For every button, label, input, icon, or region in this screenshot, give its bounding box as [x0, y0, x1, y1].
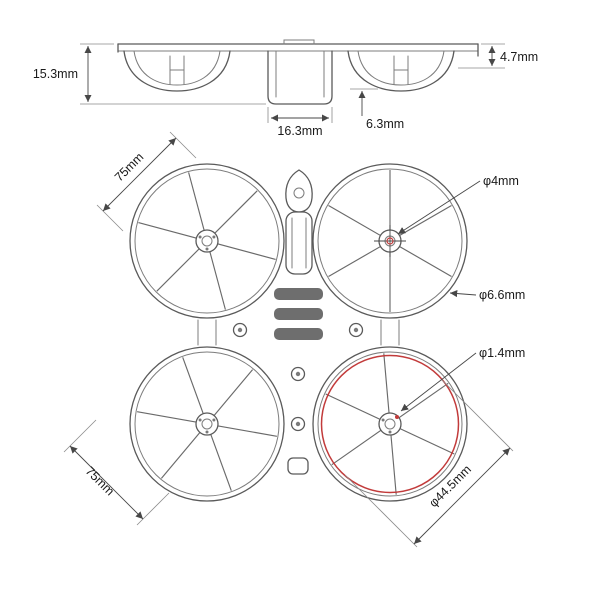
dim-label-bay-offset: 6.3mm: [366, 117, 404, 131]
rear-tab: [287, 457, 309, 475]
left-duct-bracket: [197, 319, 217, 346]
dim-label-prop-circle-diameter: φ44.5mm: [426, 462, 474, 510]
dim-label-duct-wall-diameter: φ6.6mm: [479, 288, 525, 302]
dim-label-bay-width: 16.3mm: [277, 124, 322, 138]
duct-top-right: [312, 163, 468, 319]
screw-hole-marker: [395, 415, 399, 419]
dim-label-motor-shaft-diameter: φ4mm: [483, 174, 519, 188]
dim-label-pitch-bottom: 75mm: [83, 464, 117, 498]
dim-bay-width: 16.3mm: [267, 107, 333, 138]
dim-duct-wall: φ6.6mm: [449, 288, 525, 302]
side-view-drawing: 15.3mm 4.7mm 16.3mm 6.3mm: [33, 39, 538, 138]
dim-prop-circle: φ44.5mm: [344, 378, 514, 548]
dim-edge-height: 4.7mm: [458, 43, 538, 69]
side-motor-left: [169, 55, 185, 85]
standoff-mounts: [232, 322, 364, 432]
dim-label-overall-height: 15.3mm: [33, 67, 78, 81]
dim-label-pitch-top: 75mm: [112, 150, 146, 184]
right-duct-bracket: [380, 319, 400, 346]
camera-pod: [285, 169, 313, 213]
dim-label-edge-height: 4.7mm: [500, 50, 538, 64]
duct-top-left: [129, 163, 285, 319]
frame-body: [197, 169, 400, 475]
dim-pitch-top: 75mm: [96, 131, 197, 232]
motor-shaft-hole: [386, 237, 394, 245]
camera-pod-hole: [293, 187, 305, 199]
dim-screw-hole: φ1.4mm: [400, 346, 525, 412]
motor-hub: [378, 412, 402, 436]
battery-strap-slot: [274, 288, 323, 300]
battery-strap-slot: [274, 328, 323, 340]
dim-motor-shaft: φ4mm: [397, 174, 519, 235]
dim-bay-offset: 6.3mm: [350, 88, 404, 131]
highlight-prop-circle: [320, 354, 460, 494]
dim-label-screw-hole-diameter: φ1.4mm: [479, 346, 525, 360]
side-duct-left: [123, 50, 231, 92]
side-top-notch: [283, 39, 315, 45]
duct-bottom-right: [312, 346, 468, 502]
motor-hub: [195, 229, 219, 253]
side-motor-right: [393, 55, 409, 85]
duct-bottom-left: [129, 346, 285, 502]
dim-overall-height: 15.3mm: [33, 43, 266, 105]
top-view-drawing: 75mm 75mm φ44.5mm φ4mm φ6.6mm: [63, 131, 525, 548]
battery-strap-slot: [274, 308, 323, 320]
center-spine: [285, 211, 313, 275]
crosshair-icon: [374, 225, 406, 257]
motor-hub: [195, 412, 219, 436]
side-duct-right: [347, 50, 455, 92]
side-battery-bay: [267, 50, 333, 105]
